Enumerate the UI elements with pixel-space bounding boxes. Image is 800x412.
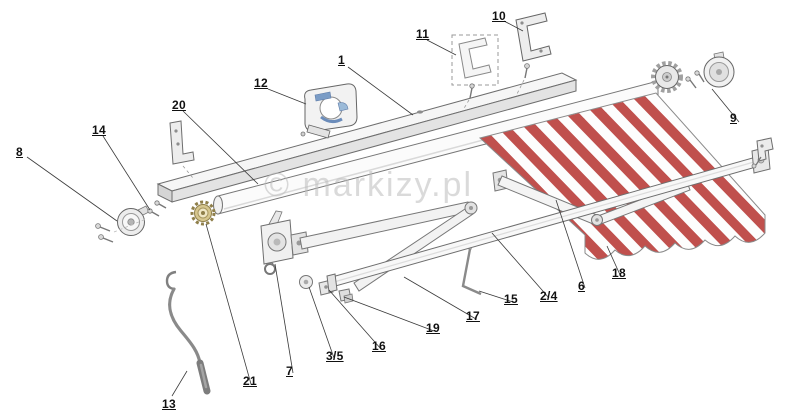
crank-gearbox: [260, 210, 294, 275]
part-label-13: 13: [162, 397, 176, 411]
torsion-bar-clamp: [300, 83, 358, 139]
part-label-11: 11: [416, 27, 430, 41]
ceiling-bracket: [515, 12, 552, 95]
front-profile-bar: [326, 146, 771, 293]
part-label-1: 1: [338, 53, 345, 67]
part-label-9: 9: [730, 111, 737, 125]
part-label-7: 7: [286, 364, 293, 378]
part-label-15: 15: [504, 292, 518, 306]
part-label-2-4: 2/4: [540, 289, 558, 303]
part-label-12: 12: [254, 76, 268, 90]
part-label-19: 19: [426, 321, 440, 335]
part-label-6: 6: [578, 279, 585, 293]
part-label-10: 10: [492, 9, 506, 23]
leader-lines: [26, 20, 740, 397]
fixing-screws: [147, 200, 167, 217]
gear-adapter: [190, 200, 216, 226]
part-label-3-5: 3/5: [326, 349, 344, 363]
part-label-20: 20: [172, 98, 186, 112]
right-end-bracket: [751, 137, 774, 169]
end-gear-assembly: [651, 51, 735, 93]
wall-bracket-left: [169, 120, 195, 179]
crank-handle: [165, 270, 211, 395]
part-label-17: 17: [466, 309, 480, 323]
tube-end-cap: [95, 205, 150, 243]
wall-bracket-dashed: [451, 34, 499, 111]
part-label-16: 16: [372, 339, 386, 353]
support-rod: [461, 246, 482, 296]
part-label-18: 18: [612, 266, 626, 280]
square-mounting-bar: [156, 72, 578, 203]
part-label-21: 21: [243, 374, 257, 388]
part-label-14: 14: [92, 123, 106, 137]
part-label-8: 8: [16, 145, 23, 159]
